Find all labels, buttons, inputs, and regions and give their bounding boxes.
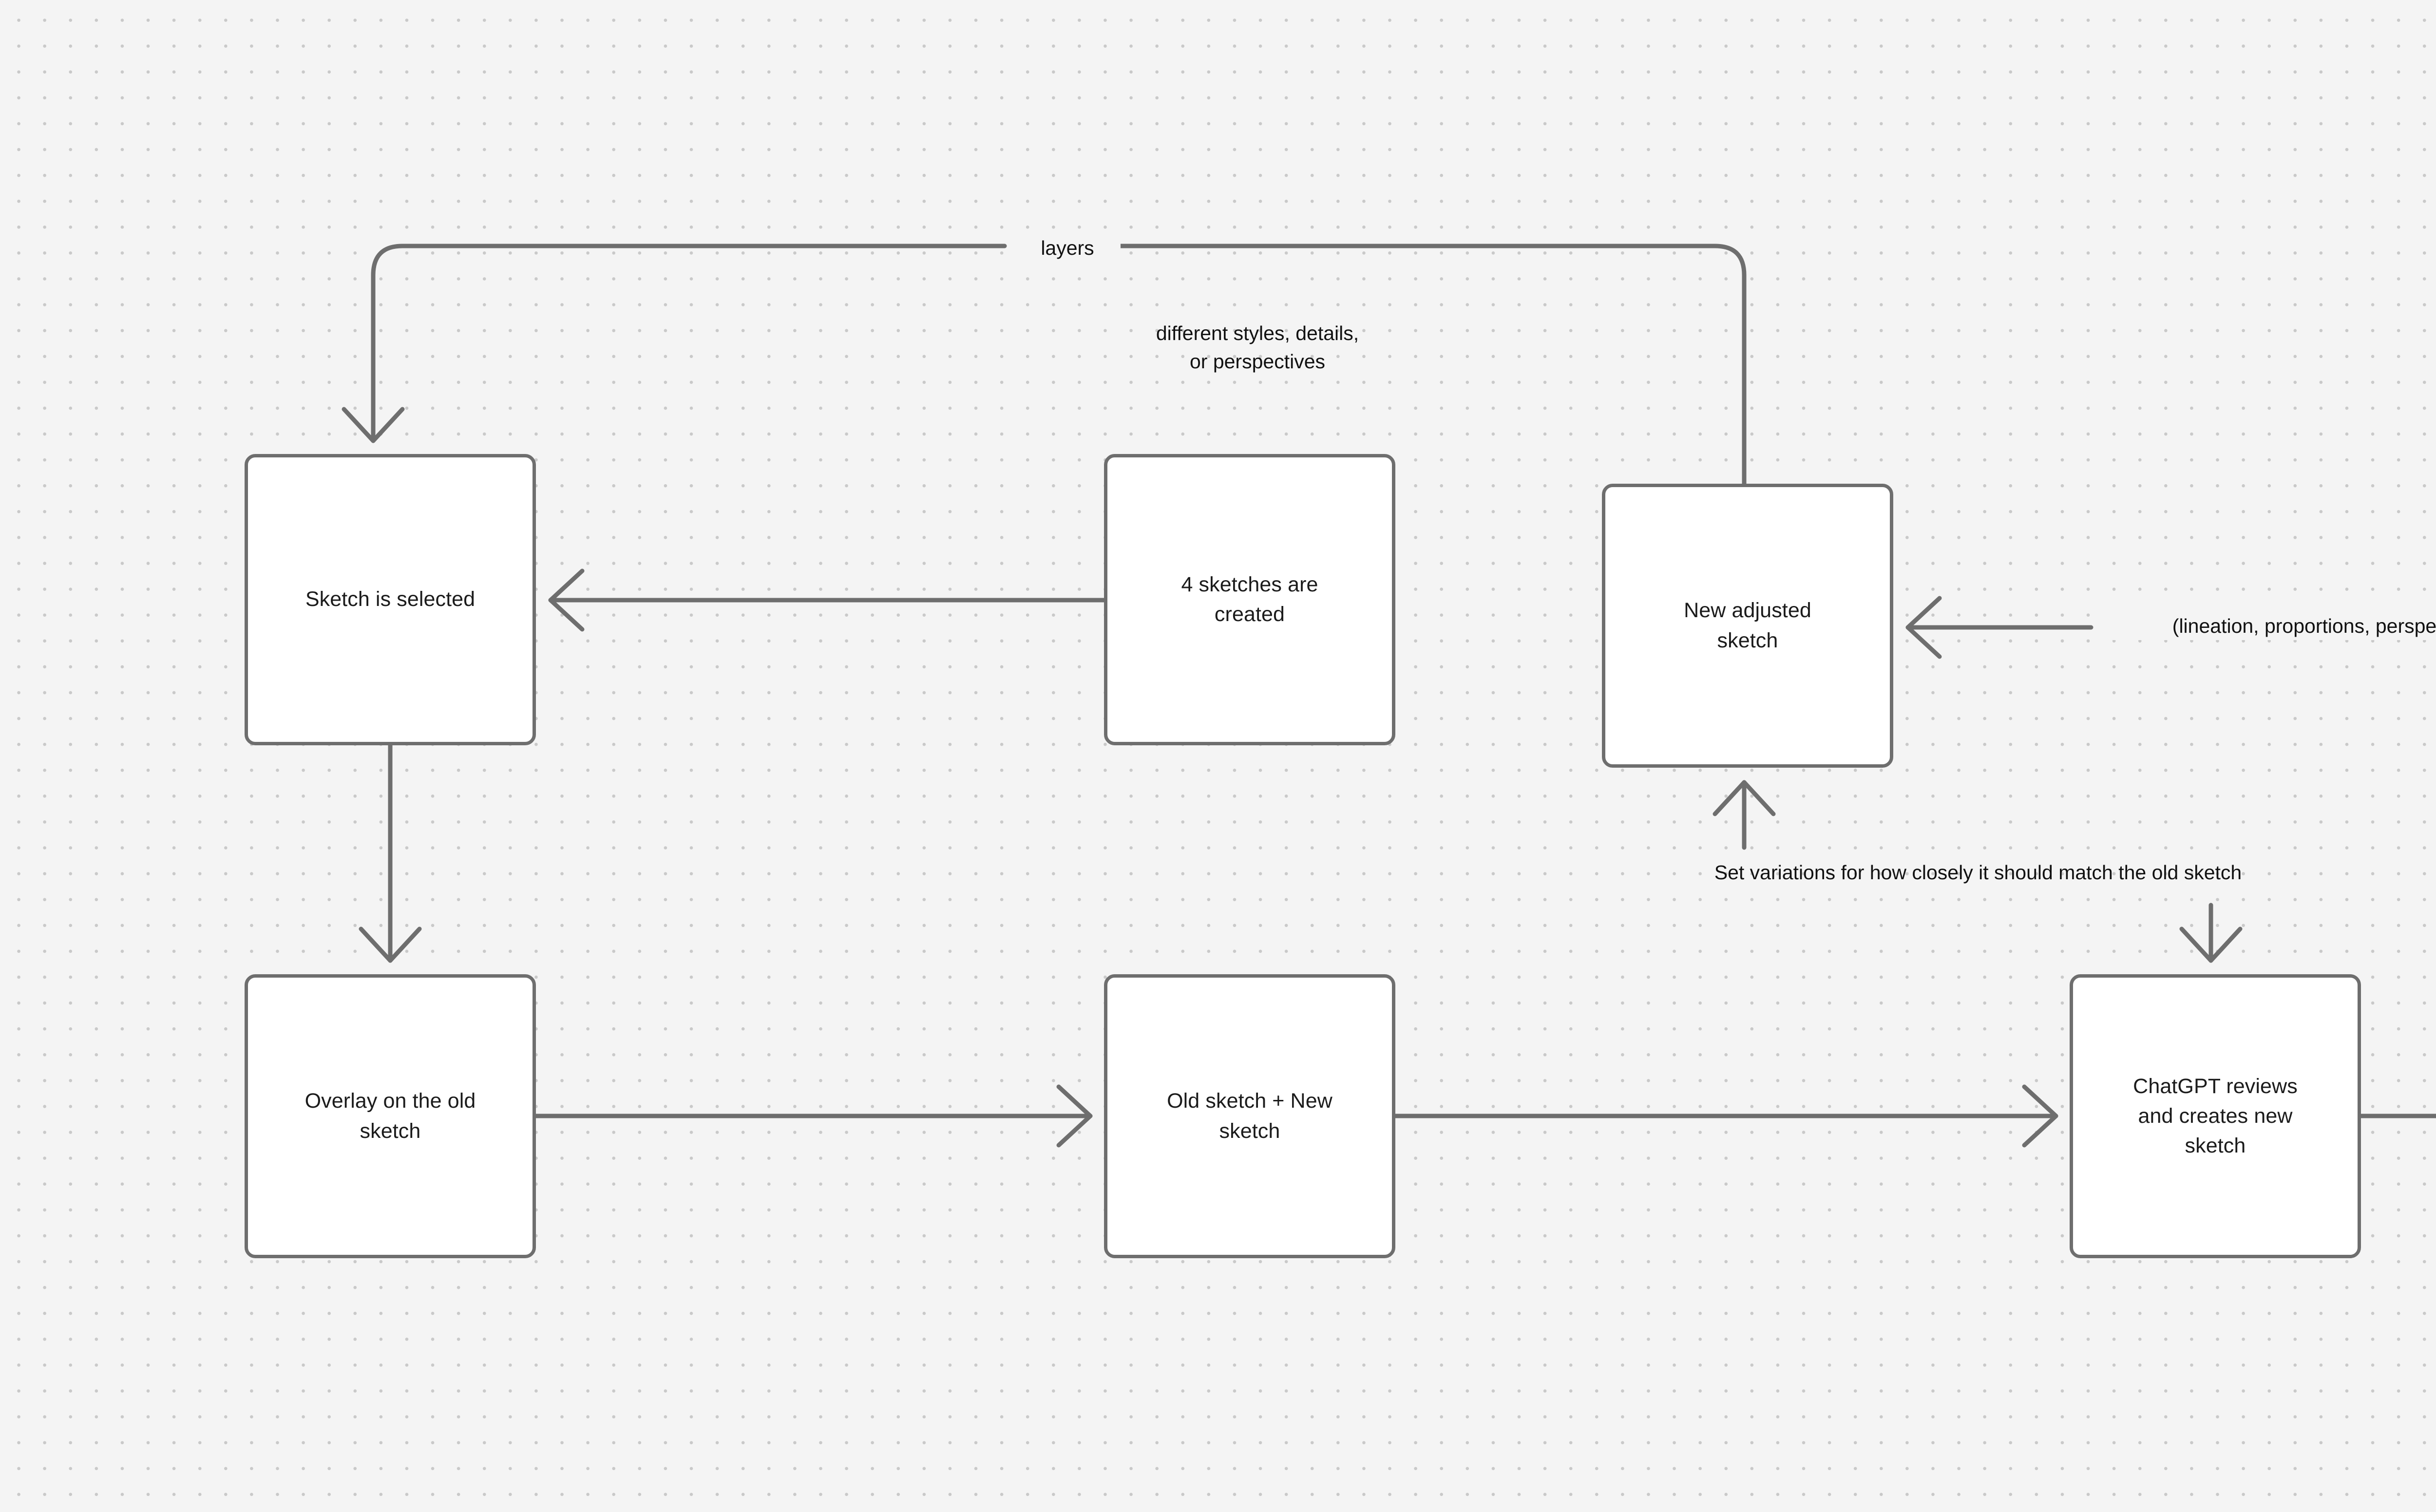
node-label-four-sketches-are-created: 4 sketches are created (1181, 572, 1318, 626)
node-label-chatgpt-reviews-and-creates-new-sketch: ChatGPT reviews and creates new sketch (2133, 1074, 2298, 1158)
edge-label-set-variations-for-how-closely-it-should-match-the-old-sketch: Set variations for how closely it should… (1714, 861, 2242, 884)
edge-variations-up-to-new-adjusted (1713, 780, 1776, 850)
node-sketch-is-selected[interactable]: Sketch is selected (245, 454, 536, 745)
edge-old-plus-new-to-chatgpt (1393, 1084, 2058, 1148)
node-overlay-on-the-old-sketch[interactable]: Overlay on the old sketch (245, 974, 536, 1258)
edge-label-layers: layers (1014, 234, 1121, 263)
node-four-sketches-are-created[interactable]: 4 sketches are created (1104, 454, 1395, 745)
node-new-adjusted-sketch[interactable]: New adjusted sketch (1602, 484, 1893, 768)
node-chatgpt-reviews-and-creates-new-sketch[interactable]: ChatGPT reviews and creates new sketch (2070, 974, 2361, 1258)
node-label-overlay-on-the-old-sketch: Overlay on the old sketch (304, 1089, 476, 1143)
node-label-sketch-is-selected: Sketch is selected (305, 587, 476, 611)
edge-new-adjusted-to-sketch-selected (342, 244, 1747, 486)
edge-sketch-selected-to-overlay (359, 743, 422, 963)
node-old-sketch-plus-new-sketch[interactable]: Old sketch + New sketch (1104, 974, 1395, 1258)
node-label-new-adjusted-sketch: New adjusted sketch (1684, 599, 1811, 652)
edge-overlay-to-old-plus-new (533, 1084, 1093, 1148)
node-label-old-sketch-plus-new-sketch: Old sketch + New sketch (1167, 1089, 1332, 1143)
edge-label-lineation-proportions-perspective: (lineation, proportions, perspective) (2097, 612, 2436, 641)
edge-four-sketches-to-sketch-selected (548, 568, 1106, 632)
edge-label-different-styles-details-or-perspectives: different styles, details, or perspectiv… (1156, 322, 1359, 373)
edge-variations-down-to-chatgpt (2179, 903, 2243, 963)
